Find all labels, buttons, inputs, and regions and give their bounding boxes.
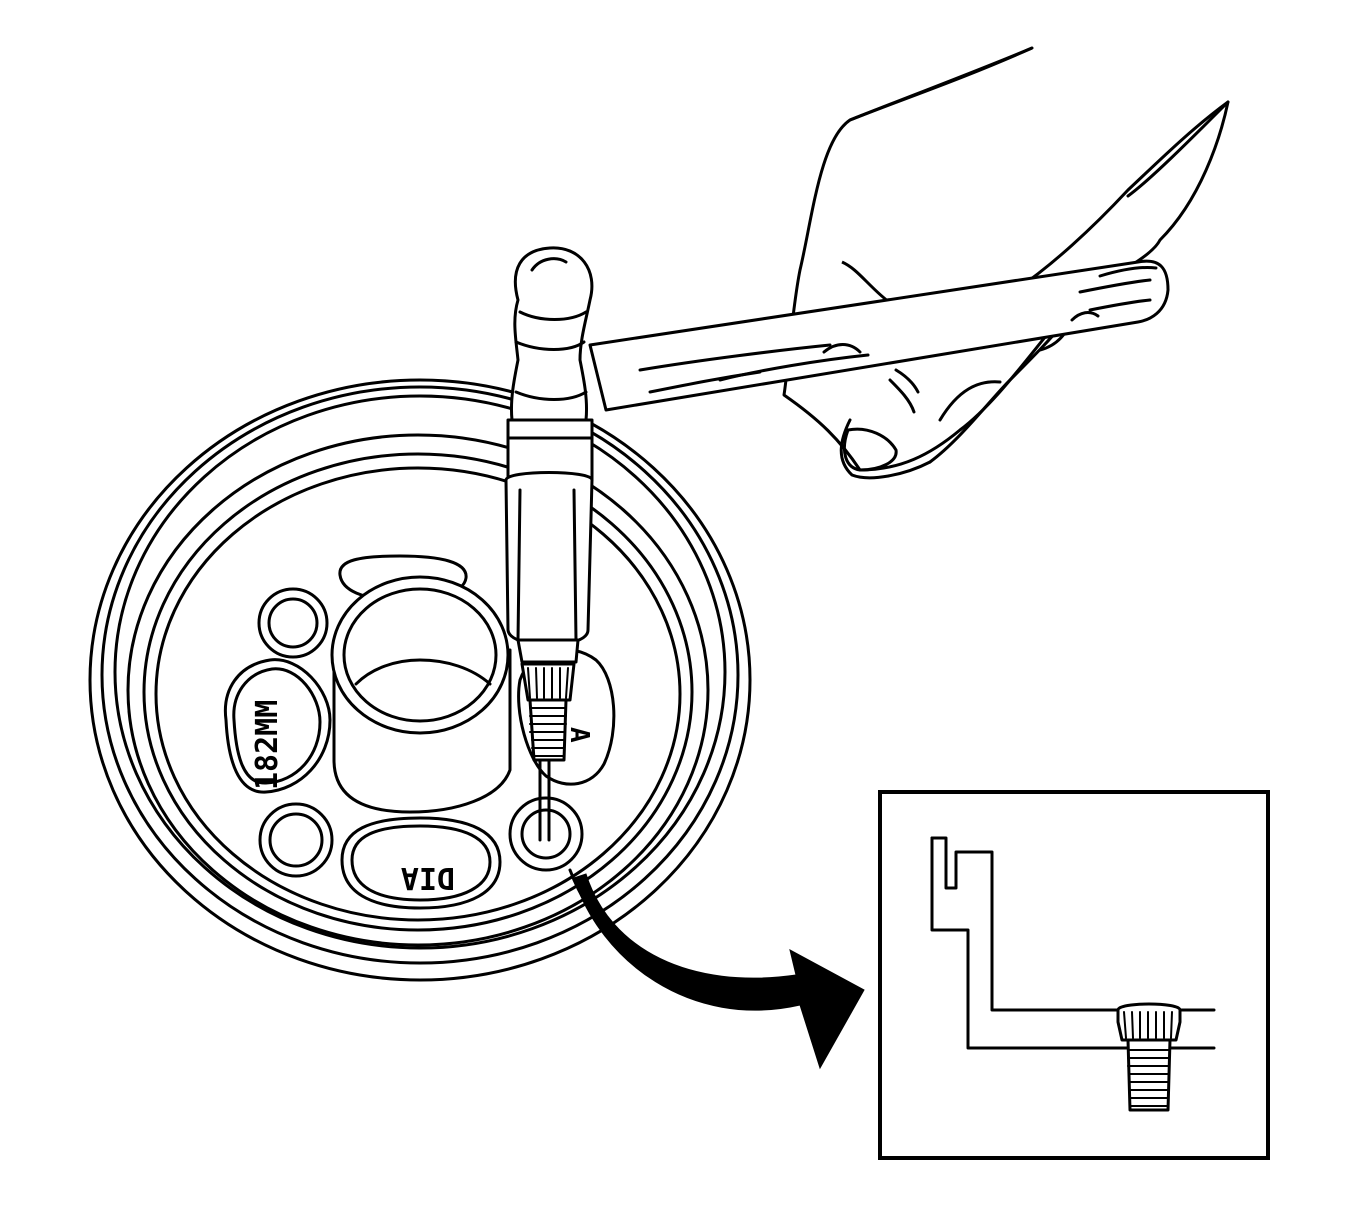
wheel-stud bbox=[520, 662, 576, 762]
stamped-lobe-dia: DIA bbox=[340, 816, 502, 910]
pin-punch bbox=[504, 418, 594, 842]
stud-knurl bbox=[527, 667, 569, 699]
direction-arrow bbox=[568, 868, 865, 1070]
hammer-handle bbox=[588, 259, 1170, 412]
hub-partial-stamp: A bbox=[564, 727, 594, 743]
hub-size-stamp: 182MM bbox=[250, 700, 285, 790]
stud-threads bbox=[529, 707, 567, 757]
stud-holes bbox=[257, 587, 584, 878]
stamped-lobe-182mm: 182MM bbox=[223, 658, 332, 794]
inset-stud-threads bbox=[1127, 1049, 1170, 1107]
hub-center-boss bbox=[330, 575, 512, 814]
stud-seated-detail bbox=[878, 790, 1270, 1160]
hand bbox=[782, 46, 1230, 480]
inset-stud-knurl bbox=[1123, 1011, 1173, 1039]
hammer-head bbox=[510, 246, 594, 439]
hub-dia-stamp: DIA bbox=[401, 860, 455, 895]
